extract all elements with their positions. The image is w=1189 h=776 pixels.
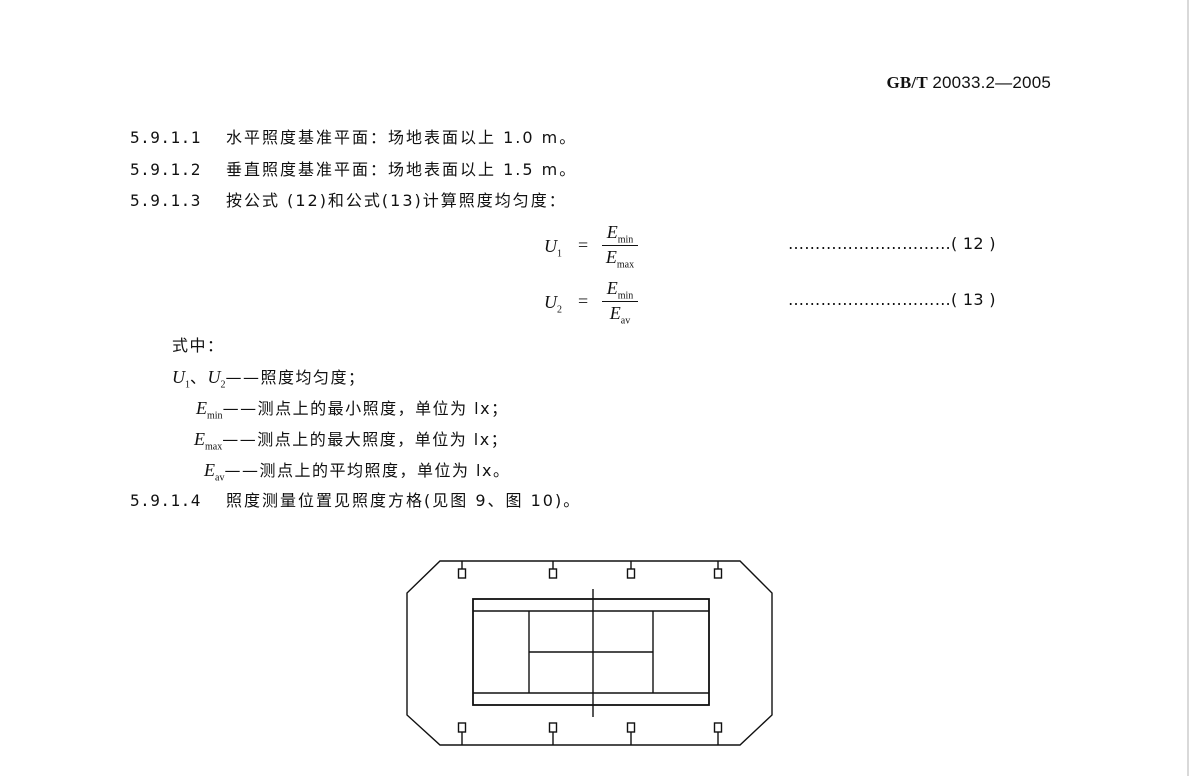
court-diagram — [406, 560, 773, 746]
fraction-bar — [602, 245, 638, 246]
clause-text: 垂直照度基准平面：场地表面以上 1.5 m。 — [226, 160, 578, 179]
light-fixtures-bottom — [457, 722, 723, 745]
clause-number: 5.9.1.2 — [130, 160, 201, 179]
definition-text: ——照度均匀度； — [225, 368, 366, 387]
venue-outline — [406, 560, 773, 746]
clause-5-9-1-4: 5.9.1.4 照度测量位置见照度方格(见图 9、图 10)。 — [130, 489, 581, 513]
clause-5-9-1-1: 5.9.1.1 水平照度基准平面：场地表面以上 1.0 m。 — [130, 126, 577, 150]
dot-leader: ………………………… — [788, 290, 951, 309]
standard-prefix: GB/T — [886, 73, 928, 92]
equation-number: ( 12 ) — [951, 234, 996, 253]
page-edge — [1187, 0, 1189, 776]
symbol-emin: Emin — [196, 398, 223, 422]
definition-text: ——测点上的平均照度，单位为 lx。 — [224, 461, 511, 480]
clause-number: 5.9.1.3 — [130, 191, 201, 210]
clause-text: 照度测量位置见照度方格(见图 9、图 10)。 — [226, 491, 582, 510]
equals-sign: = — [578, 291, 589, 311]
definition-text: ——测点上的最大照度，单位为 lx； — [222, 430, 509, 449]
fraction-bar — [602, 301, 638, 302]
equation-number: ( 13 ) — [951, 290, 996, 309]
fraction: Emin Eav — [602, 278, 638, 327]
light-pole-icon — [457, 561, 467, 579]
dot-leader: ………………………… — [788, 234, 951, 253]
light-fixtures-top — [457, 561, 723, 579]
formula-lhs: U1 — [544, 236, 562, 260]
clause-number: 5.9.1.1 — [130, 128, 201, 147]
standard-header: GB/T 20033.2—2005 — [886, 73, 1051, 93]
court-outer — [472, 598, 710, 706]
formula-13-reference: …………………………( 13 ) — [788, 290, 996, 309]
numerator: Emin — [606, 222, 634, 246]
clause-text: 按公式 (12)和公式(13)计算照度均匀度： — [226, 191, 567, 210]
definition-text: ——测点上的最小照度，单位为 lx； — [222, 399, 509, 418]
formula-12-reference: …………………………( 12 ) — [788, 234, 996, 253]
numerator: Emin — [606, 278, 634, 302]
symbol-u2: U2 — [207, 367, 226, 391]
clause-number: 5.9.1.4 — [130, 491, 201, 510]
light-pole-icon — [548, 722, 558, 745]
clause-text: 水平照度基准平面：场地表面以上 1.0 m。 — [226, 128, 578, 147]
denominator: Emax — [605, 247, 635, 271]
where-emin-definition: Emin——测点上的最小照度，单位为 lx； — [196, 396, 509, 422]
where-title: 式中： — [172, 336, 225, 355]
standard-number: 20033.2—2005 — [932, 73, 1051, 92]
formula-lhs: U2 — [544, 292, 562, 316]
light-pole-icon — [457, 722, 467, 745]
fraction: Emin Emax — [602, 222, 638, 271]
denominator: Eav — [609, 303, 631, 327]
equals-sign: = — [578, 235, 589, 255]
light-pole-icon — [626, 561, 636, 579]
light-pole-icon — [713, 561, 723, 579]
clause-5-9-1-2: 5.9.1.2 垂直照度基准平面：场地表面以上 1.5 m。 — [130, 158, 577, 182]
where-eav-definition: Eav——测点上的平均照度，单位为 lx。 — [204, 458, 511, 484]
where-u-definition: U1、U2——照度均匀度； — [172, 367, 366, 391]
where-emax-definition: Emax——测点上的最大照度，单位为 lx； — [194, 427, 509, 453]
light-pole-icon — [713, 722, 723, 745]
symbol-u1: U1 — [172, 367, 190, 391]
symbol-emax: Emax — [194, 429, 223, 453]
symbol-eav: Eav — [204, 460, 225, 484]
light-pole-icon — [626, 722, 636, 745]
clause-5-9-1-3: 5.9.1.3 按公式 (12)和公式(13)计算照度均匀度： — [130, 189, 567, 213]
light-pole-icon — [548, 561, 558, 579]
